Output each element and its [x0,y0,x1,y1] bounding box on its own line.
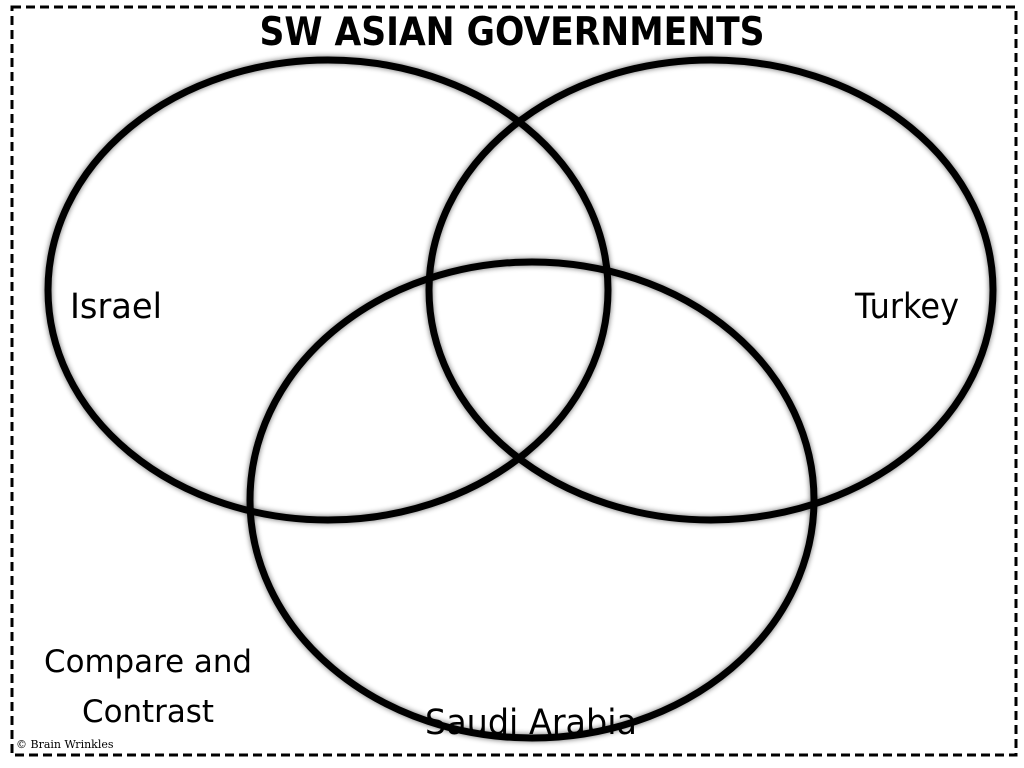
label-turkey: Turkey [854,287,959,327]
footer-line2: Contrast [82,694,214,730]
circle-israel [44,56,612,524]
page-title: SW ASIAN GOVERNMENTS [260,10,765,55]
label-saudi-arabia: Saudi Arabia [425,703,637,743]
copyright-credit: © Brain Wrinkles [16,738,114,751]
footer-line1: Compare and [44,644,252,680]
label-israel: Israel [70,287,162,327]
dashed-border [10,5,1018,757]
circle-saudi-arabia [246,258,818,742]
circle-turkey [425,56,997,524]
